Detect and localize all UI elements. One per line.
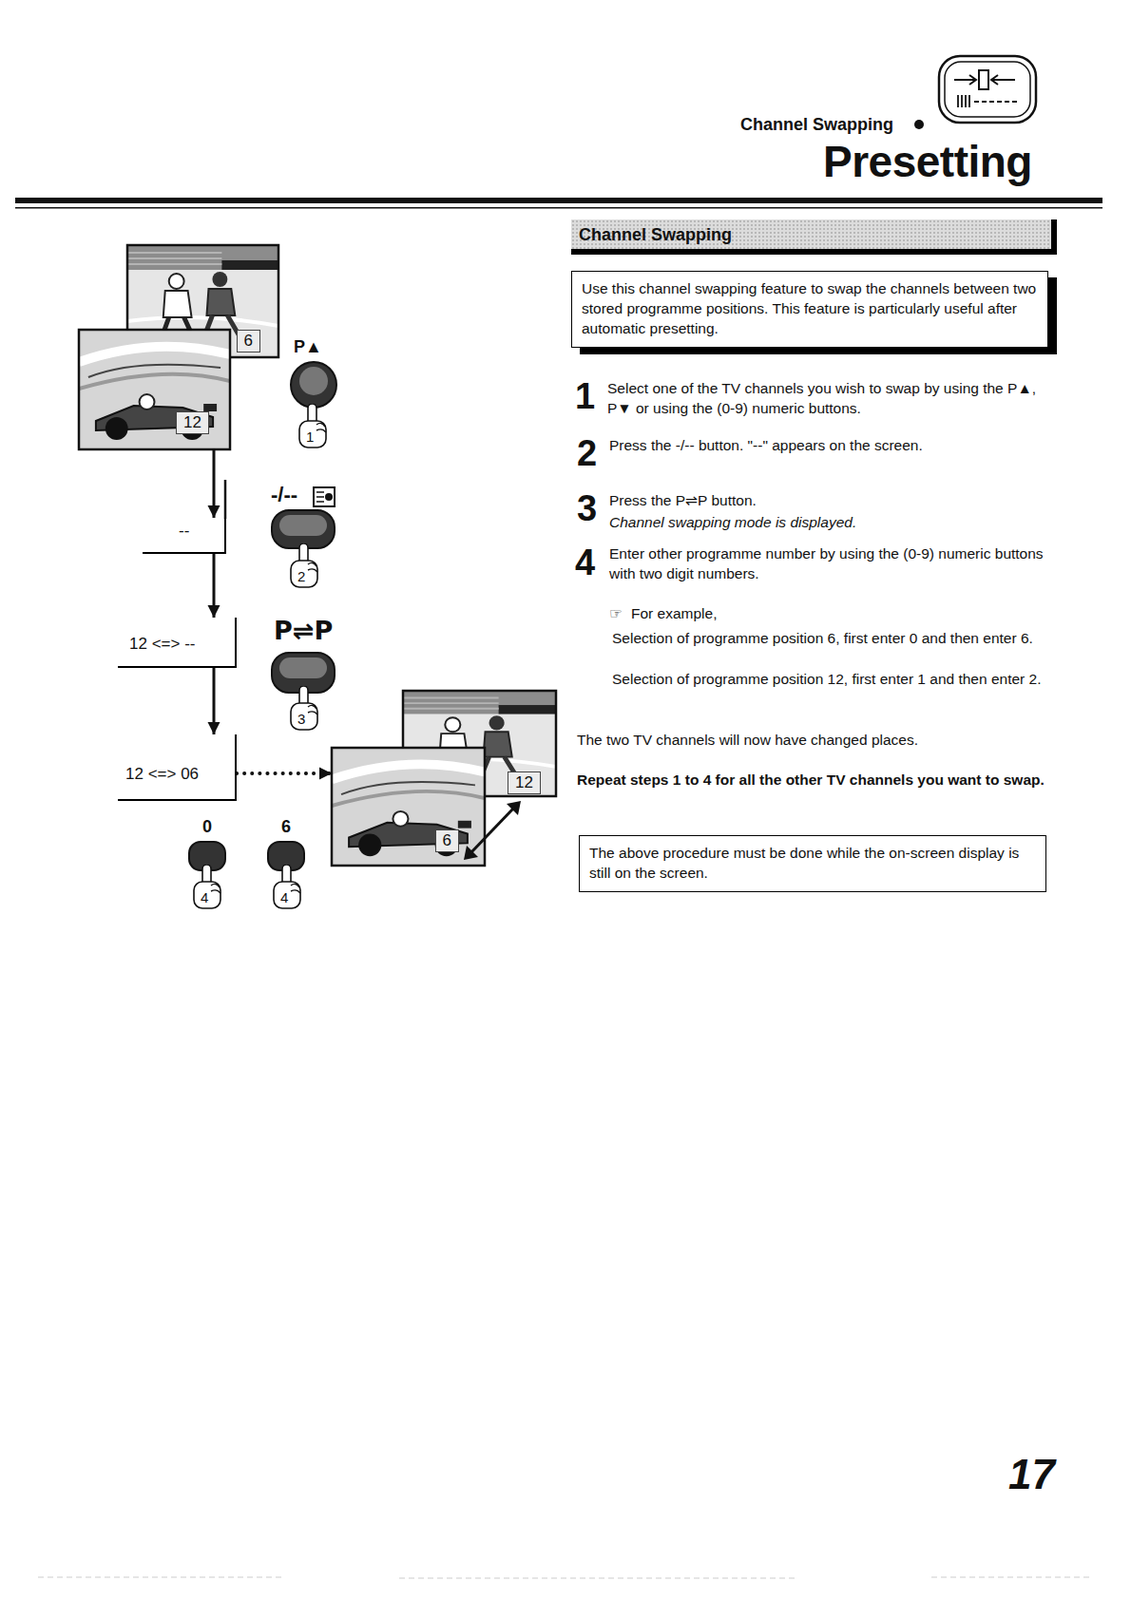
icon-bars: [958, 95, 970, 108]
step-text: Select one of the TV channels you wish t…: [607, 378, 1047, 419]
scan-marks: [38, 1577, 1093, 1579]
step-number: 2: [576, 435, 597, 472]
tv-screen: 12: [78, 329, 231, 450]
dotted-arrow: [236, 771, 332, 776]
step-number: 3: [576, 490, 597, 527]
icon-dashes: [974, 100, 1019, 103]
button-name: 6: [281, 817, 291, 839]
pressing-hand: [273, 864, 301, 909]
button-highlight: [299, 366, 328, 396]
box-text: Channel Swapping: [578, 225, 1044, 246]
screen-label: 12 <=> --: [129, 634, 195, 654]
callout-number: 4: [280, 889, 288, 907]
swap-arrow: [471, 808, 514, 853]
p-up-button: [290, 362, 337, 408]
racing-screen: [78, 329, 231, 450]
section-icon-inner: [944, 61, 1031, 117]
box-text: The above procedure must be done while t…: [589, 843, 1036, 883]
screen-label: 6: [236, 329, 261, 353]
instruction-text: Repeat steps 1 to 4 for all the other TV…: [576, 769, 1047, 790]
reference-icon: ☞: [609, 603, 623, 624]
callout-number: 2: [297, 568, 306, 586]
step-text: Enter other programme number by using th…: [609, 543, 1047, 584]
result-text: The two TV channels will now have change…: [576, 729, 1047, 750]
screen-label: 12 <=> 06: [125, 765, 199, 785]
header-rule-thin: [15, 207, 1103, 210]
screen-frame: [78, 329, 231, 450]
callout-number: 4: [200, 889, 209, 907]
swap-arrow-head: [506, 801, 521, 816]
step-text: Press the -/-- button. "--" appears on t…: [609, 435, 1047, 456]
screen-label: --: [178, 521, 190, 541]
swap-arrow-head: [463, 845, 479, 861]
step-number: 4: [575, 544, 595, 581]
icon-arrow: [991, 75, 1016, 85]
flow-arrow: [212, 554, 216, 618]
icon-arrow: [954, 75, 977, 85]
section-icon: [939, 56, 1036, 123]
pressing-hand: [193, 864, 221, 909]
button-name: P▲: [293, 337, 323, 359]
section-band: Channel Swapping: [571, 219, 1057, 255]
pressing-hand: [290, 686, 318, 730]
osd-button: [271, 510, 335, 549]
screen-label: 12: [507, 771, 541, 795]
step-result: Channel swapping mode is displayed.: [609, 512, 1047, 533]
icon-block: [978, 70, 989, 90]
osd-icon-lines: [316, 492, 325, 502]
page-title: Presetting: [823, 135, 1033, 189]
button-highlight: [279, 657, 327, 679]
osd-display: 12 <=> --: [117, 617, 237, 669]
button-highlight: [279, 515, 327, 537]
callout-number: 1: [306, 428, 314, 446]
step-number: 1: [575, 378, 595, 415]
example-text: Selection of programme position 12, firs…: [612, 669, 1046, 690]
page-number: 17: [1008, 1454, 1055, 1496]
box-text: Use this channel swapping feature to swa…: [581, 278, 1038, 339]
flow-arrow: [212, 449, 216, 518]
screen-frame: [331, 747, 485, 866]
button-name: P⇌P: [273, 615, 333, 647]
screen-label: 12: [175, 411, 210, 435]
osd-display: 12 <=> 06: [117, 734, 237, 802]
tv-screen: 6: [127, 245, 279, 358]
pressing-hand: [290, 543, 318, 588]
step-text: Press the P⇌P button.: [609, 490, 1047, 511]
tv-screen: 6: [331, 747, 485, 866]
callout-number: 3: [297, 710, 306, 729]
button-name: 0: [202, 817, 212, 839]
button-name: -/--: [270, 482, 298, 508]
example-text: Selection of programme position 6, first…: [612, 628, 1046, 649]
section-header: Channel Swapping: [740, 115, 894, 136]
tv-screen: 12: [402, 690, 556, 797]
example-heading: For example,: [631, 603, 717, 624]
osd-icon: [313, 487, 335, 507]
flow-arrow: [212, 668, 216, 735]
osd-icon-dot: [325, 493, 333, 501]
header-bullet: [914, 119, 924, 130]
pressing-hand: [299, 403, 326, 448]
note-box: The above procedure must be done while t…: [578, 835, 1047, 893]
osd-display: --: [142, 517, 227, 555]
header-rule: [15, 197, 1103, 204]
screen-label: 6: [435, 829, 460, 853]
bracket-line: [224, 479, 228, 519]
intro-box: Use this channel swapping feature to swa…: [571, 270, 1049, 348]
racing-screen: [331, 747, 485, 866]
